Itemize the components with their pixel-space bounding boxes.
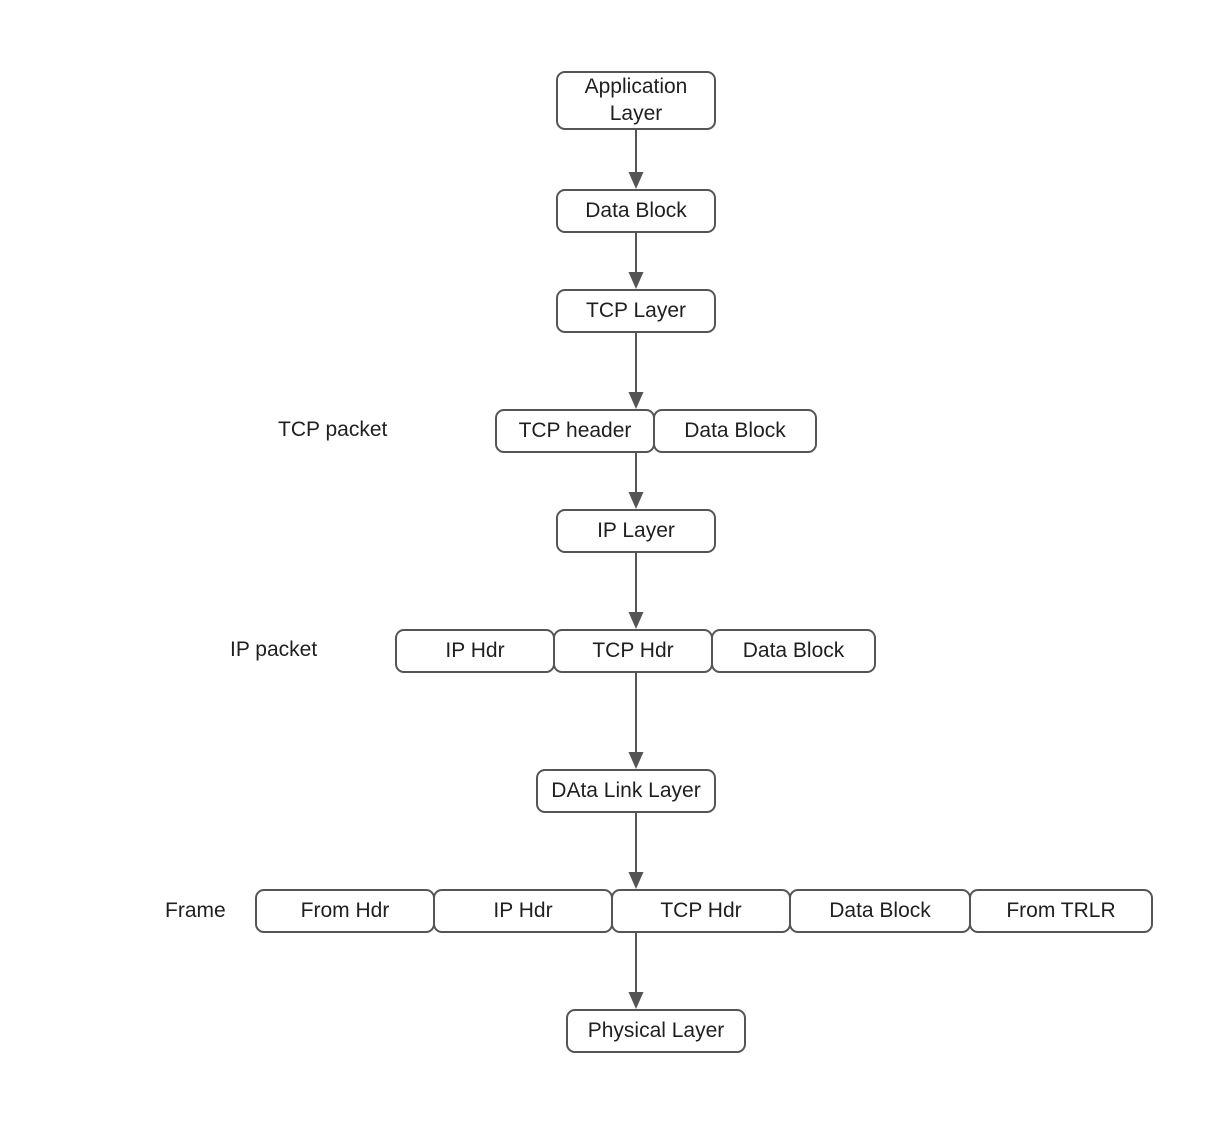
segment-ip-packet-tcp-hdr[interactable]: TCP Hdr bbox=[553, 629, 713, 673]
arrow-ip-packet-to-data-link-layer bbox=[628, 673, 644, 769]
arrow-application-to-data-block bbox=[628, 130, 644, 189]
arrow-tcp-layer-to-tcp-packet bbox=[628, 333, 644, 409]
segment-frame-tcp-hdr[interactable]: TCP Hdr bbox=[611, 889, 791, 933]
node-ip-layer[interactable]: IP Layer bbox=[556, 509, 716, 553]
row-label-tcp-packet: TCP packet bbox=[278, 418, 388, 441]
arrow-data-link-layer-to-frame bbox=[628, 813, 644, 889]
segment-frame-from-trlr[interactable]: From TRLR bbox=[969, 889, 1153, 933]
node-application-layer[interactable]: Application Layer bbox=[556, 71, 716, 130]
arrow-ip-layer-to-ip-packet bbox=[628, 553, 644, 629]
arrow-tcp-packet-to-ip-layer bbox=[628, 453, 644, 509]
row-label-ip-packet: IP packet bbox=[230, 638, 318, 661]
segment-tcp-packet-data-block[interactable]: Data Block bbox=[653, 409, 817, 453]
node-data-link-layer[interactable]: DAta Link Layer bbox=[536, 769, 716, 813]
segment-frame-from-hdr[interactable]: From Hdr bbox=[255, 889, 435, 933]
segment-frame-data-block[interactable]: Data Block bbox=[789, 889, 971, 933]
arrow-data-block-to-tcp-layer bbox=[628, 233, 644, 289]
node-data-block[interactable]: Data Block bbox=[556, 189, 716, 233]
segment-tcp-packet-tcp-header[interactable]: TCP header bbox=[495, 409, 655, 453]
row-label-frame: Frame bbox=[165, 899, 226, 922]
arrow-frame-to-physical-layer bbox=[628, 933, 644, 1009]
segment-ip-packet-ip-hdr[interactable]: IP Hdr bbox=[395, 629, 555, 673]
node-tcp-layer[interactable]: TCP Layer bbox=[556, 289, 716, 333]
segment-frame-ip-hdr[interactable]: IP Hdr bbox=[433, 889, 613, 933]
node-physical-layer[interactable]: Physical Layer bbox=[566, 1009, 746, 1053]
segment-ip-packet-data-block[interactable]: Data Block bbox=[711, 629, 876, 673]
